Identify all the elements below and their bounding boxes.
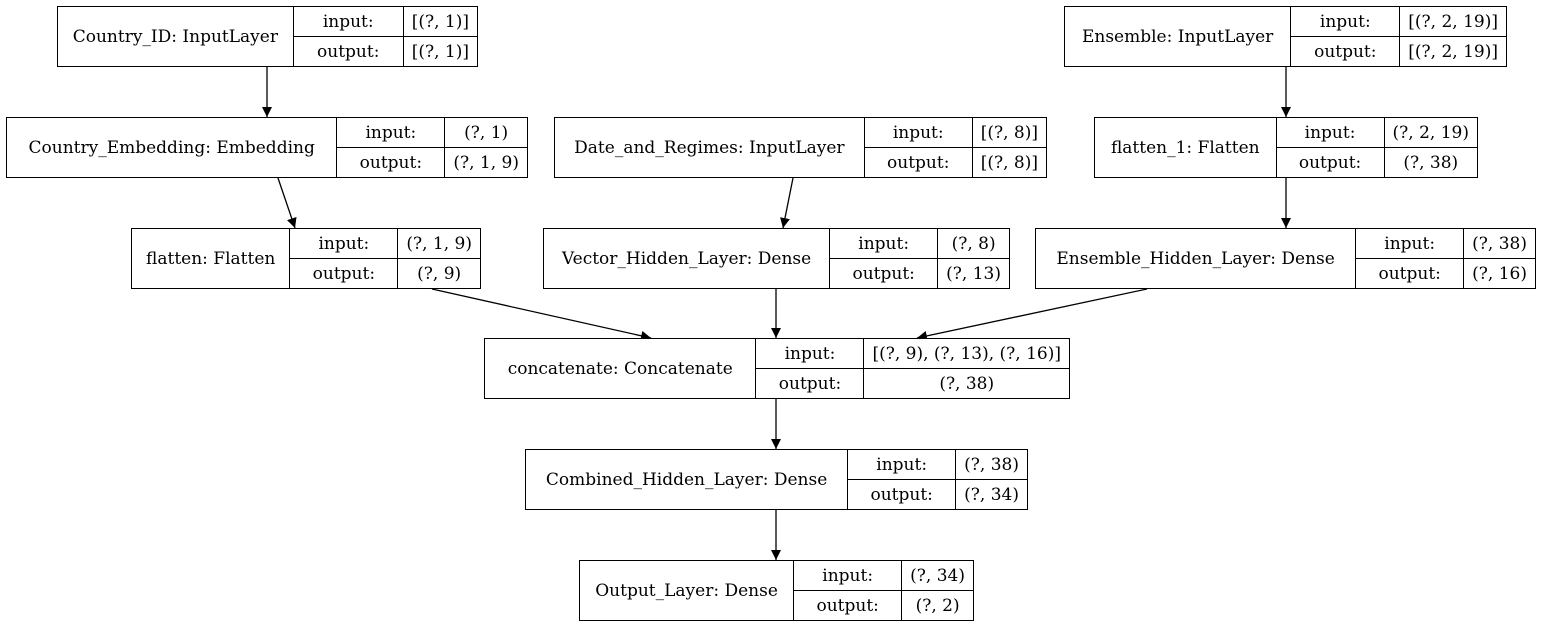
node-name: Combined_Hidden_Layer: Dense — [526, 450, 849, 509]
output-label: output: — [794, 591, 903, 620]
output-row: output: (?, 2) — [794, 590, 973, 620]
output-label: output: — [1277, 148, 1385, 177]
output-row: output: (?, 1, 9) — [337, 147, 527, 177]
output-row: output: (?, 16) — [1356, 258, 1535, 288]
output-shape: (?, 9) — [417, 263, 462, 284]
node-name: Ensemble_Hidden_Layer: Dense — [1036, 229, 1357, 288]
output-shape: [(?, 2, 19)] — [1408, 41, 1498, 62]
input-row: input: (?, 2, 19) — [1277, 118, 1477, 147]
node-name: Vector_Hidden_Layer: Dense — [544, 229, 831, 288]
output-shape: (?, 13) — [946, 263, 1001, 284]
input-row: input: (?, 38) — [848, 450, 1027, 479]
input-shape: [(?, 9), (?, 13), (?, 16)] — [872, 343, 1061, 364]
node-name: flatten_1: Flatten — [1095, 118, 1277, 177]
node-name: concatenate: Concatenate — [485, 339, 757, 398]
output-label: output: — [294, 37, 404, 66]
input-row: input: (?, 8) — [830, 229, 1009, 258]
input-shape: [(?, 8)] — [980, 122, 1038, 143]
input-label: input: — [830, 229, 939, 258]
edge-flatten-to-concatenate — [431, 288, 652, 341]
output-row: output: [(?, 8)] — [864, 147, 1046, 177]
input-label: input: — [290, 229, 399, 258]
input-shape: (?, 34) — [910, 565, 965, 586]
input-shape: (?, 38) — [1472, 233, 1527, 254]
input-shape: (?, 8) — [951, 233, 996, 254]
output-label: output: — [848, 480, 957, 509]
output-label: output: — [1356, 259, 1465, 288]
input-label: input: — [294, 7, 404, 36]
input-row: input: [(?, 9), (?, 13), (?, 16)] — [756, 339, 1069, 368]
input-label: input: — [1291, 7, 1401, 36]
output-shape: (?, 2) — [915, 595, 960, 616]
node-name: Country_ID: InputLayer — [58, 7, 294, 66]
input-shape: (?, 1) — [464, 122, 509, 143]
input-label: input: — [337, 118, 446, 147]
output-label: output: — [1291, 37, 1401, 66]
input-row: input: [(?, 1)] — [294, 7, 477, 36]
output-row: output: (?, 34) — [848, 479, 1027, 509]
output-row: output: (?, 38) — [1276, 147, 1477, 177]
output-label: output: — [830, 259, 939, 288]
output-row: output: (?, 38) — [756, 368, 1069, 398]
node-name: Country_Embedding: Embedding — [7, 118, 338, 177]
input-label: input: — [1356, 229, 1465, 258]
node-name: Ensemble: InputLayer — [1065, 7, 1292, 66]
node-name: flatten: Flatten — [132, 229, 291, 288]
input-row: input: [(?, 2, 19)] — [1291, 7, 1506, 36]
output-shape: (?, 38) — [1403, 152, 1459, 173]
output-row: output: [(?, 1)] — [293, 36, 477, 66]
edge-date-and-regimes-to-vector-hidden — [780, 177, 794, 229]
input-row: input: [(?, 8)] — [865, 118, 1046, 147]
input-row: input: (?, 1) — [337, 118, 527, 147]
output-row: output: (?, 13) — [830, 258, 1009, 288]
output-label: output: — [337, 148, 446, 177]
input-row: input: (?, 1, 9) — [290, 229, 480, 258]
input-shape: (?, 2, 19) — [1392, 122, 1469, 143]
output-label: output: — [290, 259, 399, 288]
input-shape: [(?, 1)] — [411, 11, 469, 32]
edge-country-embedding-to-flatten — [277, 177, 297, 229]
output-row: output: (?, 9) — [290, 258, 480, 288]
output-label: output: — [865, 148, 973, 177]
output-label: output: — [756, 369, 865, 398]
output-row: output: [(?, 2, 19)] — [1291, 36, 1506, 66]
input-shape: (?, 38) — [964, 454, 1019, 475]
output-shape: [(?, 1)] — [411, 41, 469, 62]
input-label: input: — [1277, 118, 1385, 147]
output-shape: (?, 38) — [939, 373, 995, 394]
input-shape: [(?, 2, 19)] — [1408, 11, 1498, 32]
input-label: input: — [794, 561, 903, 590]
input-label: input: — [865, 118, 973, 147]
output-shape: (?, 34) — [964, 484, 1019, 505]
node-name: Output_Layer: Dense — [580, 561, 795, 620]
node-name: Date_and_Regimes: InputLayer — [555, 118, 865, 177]
output-shape: (?, 16) — [1472, 263, 1527, 284]
output-shape: [(?, 8)] — [980, 152, 1038, 173]
input-row: input: (?, 38) — [1356, 229, 1535, 258]
input-row: input: (?, 34) — [794, 561, 973, 590]
input-label: input: — [756, 339, 865, 368]
output-shape: (?, 1, 9) — [453, 152, 519, 173]
edge-ensemble-hidden-to-concatenate — [916, 288, 1148, 341]
input-label: input: — [848, 450, 957, 479]
input-shape: (?, 1, 9) — [406, 233, 472, 254]
